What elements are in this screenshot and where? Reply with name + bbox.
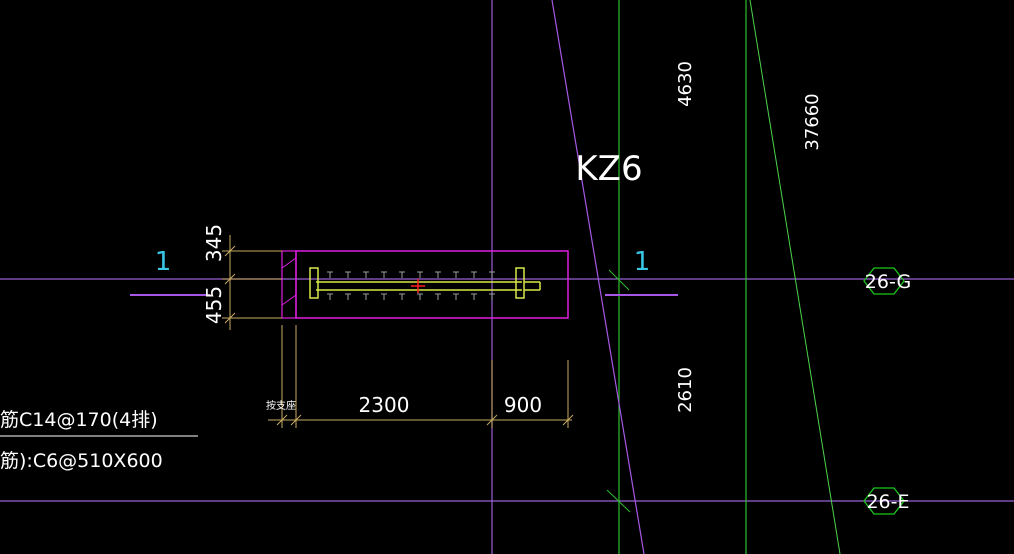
dimension-4630: 4630 (675, 61, 696, 107)
dimension-2300: 2300 (359, 393, 410, 417)
section-label-right: 1 (634, 247, 651, 277)
grid-label-26-g: 26-G (865, 271, 911, 293)
support-segment-outline (281, 250, 297, 319)
dimension-2610: 2610 (675, 367, 696, 413)
dimension-900: 900 (504, 393, 542, 417)
support-diagonal-1 (281, 257, 297, 269)
axis-tick-1 (608, 269, 630, 291)
rebar-cage[interactable] (309, 267, 541, 299)
rebar-note-line-1: 筋C14@170(4排) (0, 409, 158, 431)
insertion-point-marker (411, 279, 425, 293)
vertical-dimension-lines (222, 235, 282, 330)
grid-label-26-e: 26-E (866, 491, 909, 513)
column-outline[interactable] (295, 250, 569, 319)
dimension-37660: 37660 (802, 93, 823, 150)
section-label-left: 1 (155, 247, 172, 277)
slanted-axis-purple (551, 0, 645, 554)
axis-tick-2 (606, 489, 631, 513)
rebar-stirrup-ticks (327, 271, 495, 300)
support-diagonal-2 (281, 294, 297, 306)
horizontal-dimension-lines (268, 325, 574, 428)
rebar-note-line-2: 筋):C6@510X600 (0, 450, 163, 472)
column-tag-kz6[interactable]: KZ6 (575, 149, 642, 189)
dimension-345: 345 (202, 224, 226, 262)
dimension-455: 455 (202, 286, 226, 324)
grid-bubble-26-g[interactable]: 26-G (863, 267, 911, 295)
grid-bubble-26-e[interactable]: 26-E (863, 487, 910, 515)
slanted-axis-green (749, 0, 841, 554)
dimension-support-label: 按支座 (266, 399, 296, 412)
